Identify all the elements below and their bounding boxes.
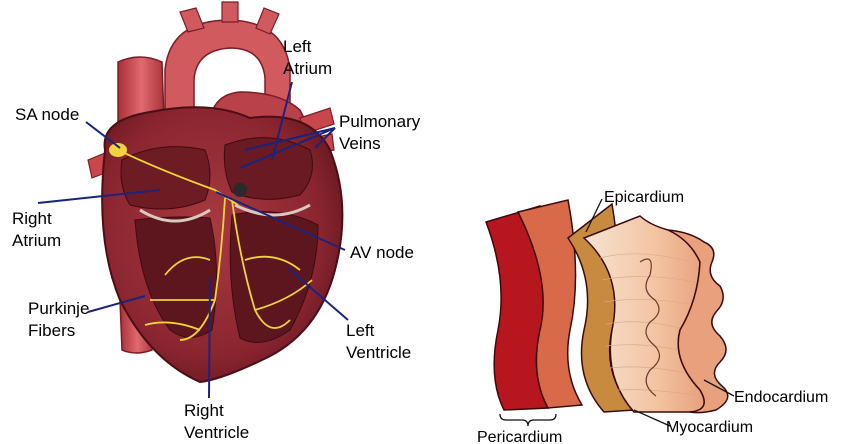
- aortic-branch: [256, 8, 279, 34]
- label-sa-node: SA node: [15, 105, 79, 124]
- heart-wall-layers: [486, 200, 728, 413]
- label-pulmonary-veins: Pulmonary Veins: [339, 112, 425, 153]
- label-purkinje-fibers: Purkinje Fibers: [28, 299, 94, 340]
- aortic-branch: [180, 8, 204, 32]
- aortic-branch: [222, 2, 238, 22]
- label-av-node: AV node: [350, 243, 414, 262]
- av-node: [233, 183, 247, 197]
- leader-right-ventricle: [209, 278, 210, 398]
- label-endocardium: Endocardium: [734, 389, 828, 406]
- pericardium-bracket: [500, 414, 556, 426]
- label-left-ventricle: Left Ventricle: [346, 321, 411, 362]
- label-pericardium: Pericardium: [477, 429, 562, 444]
- label-left-atrium: Left Atrium: [283, 37, 332, 78]
- right-atrium-chamber: [121, 147, 210, 209]
- label-right-ventricle: Right Ventricle: [184, 401, 249, 442]
- label-myocardium: Myocardium: [666, 419, 753, 436]
- label-right-atrium: Right Atrium: [12, 209, 61, 250]
- label-epicardium: Epicardium: [604, 189, 684, 206]
